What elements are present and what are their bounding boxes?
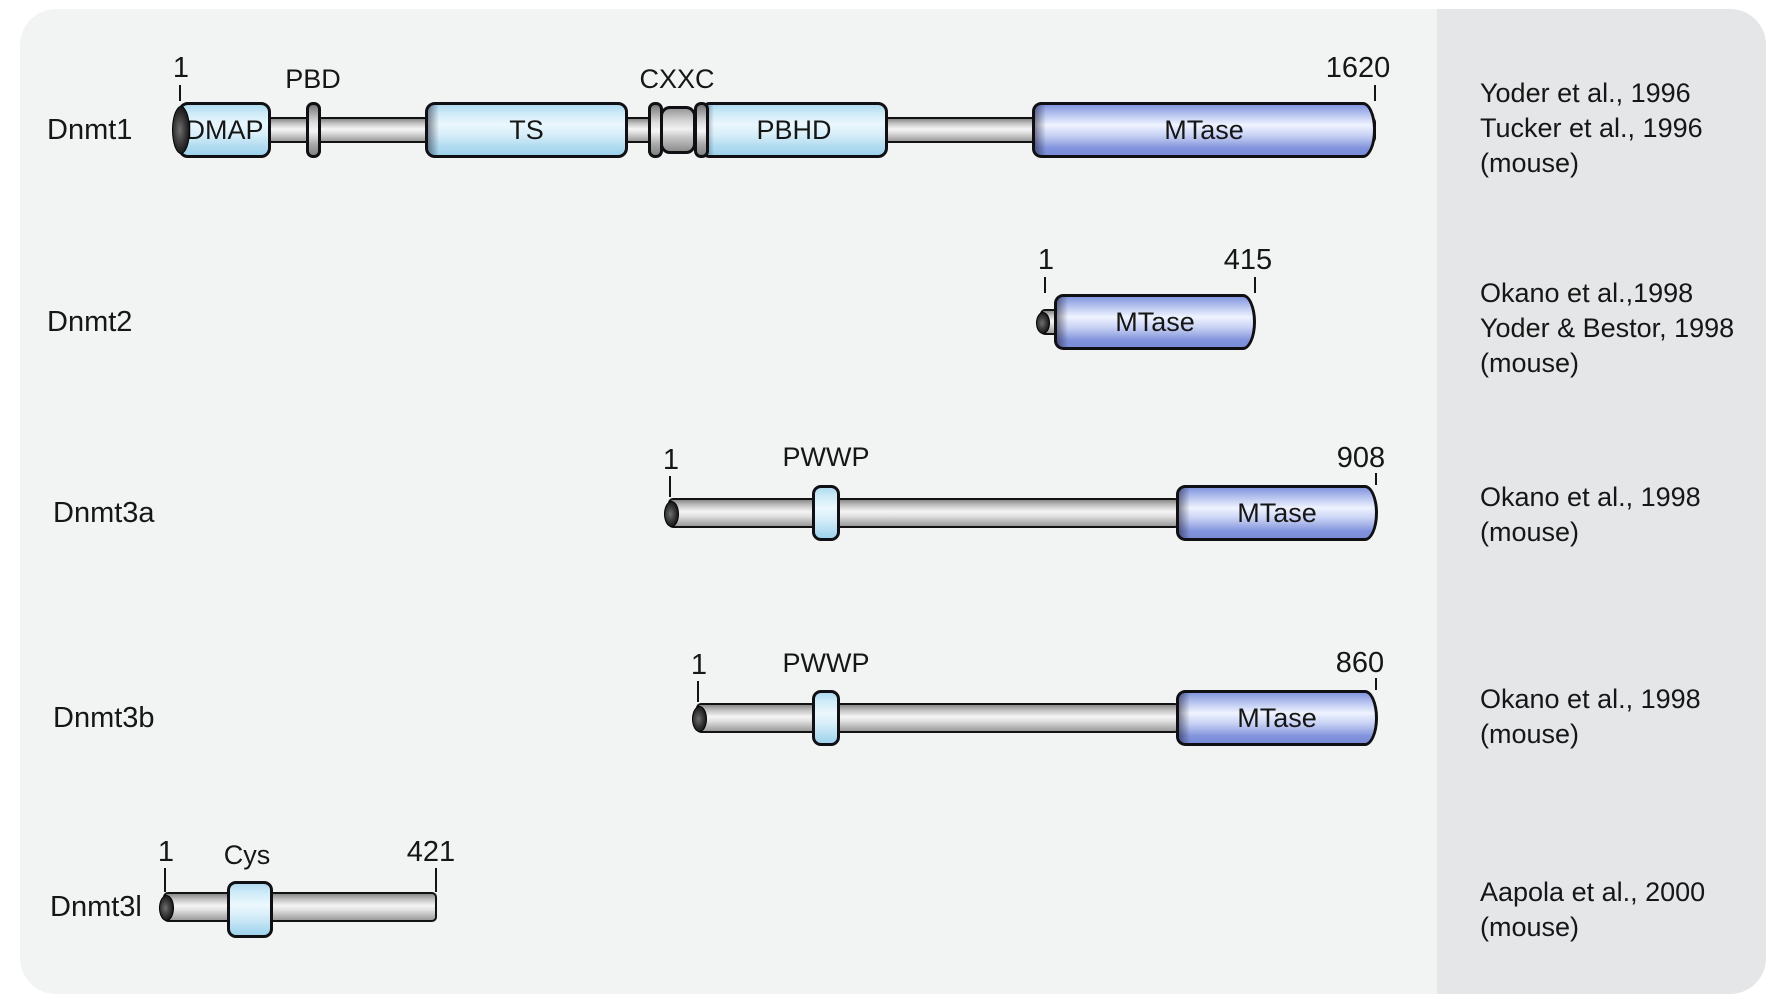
domain-pbhd-label: PBHD	[756, 114, 832, 145]
domain-ts: TS	[425, 102, 628, 158]
domain-mtase-label: MTase	[1237, 702, 1317, 733]
domain-dmap: DMAP	[178, 102, 271, 158]
protein-backbone	[163, 892, 437, 922]
citation-line: (mouse)	[1480, 348, 1580, 378]
domain-pwwp-label: PWWP	[782, 648, 870, 678]
domain-cxxc-label: CXXC	[639, 64, 715, 94]
domain-pwwp	[812, 485, 840, 541]
citation-line: Okano et al.,1998	[1480, 278, 1694, 308]
domain-pbd	[306, 102, 321, 158]
cylinder-end-cap	[159, 895, 174, 921]
domain-cys-label: Cys	[223, 840, 271, 870]
start-tick	[164, 868, 166, 892]
citation-line: (mouse)	[1480, 719, 1580, 749]
end-tick	[1375, 473, 1377, 485]
end-tick	[1374, 85, 1376, 101]
start-tick	[179, 85, 181, 101]
reference-panel	[1437, 9, 1766, 994]
start-residue-number: 1	[690, 649, 708, 681]
citation-line: Okano et al., 1998	[1480, 482, 1701, 512]
domain-pwwp	[812, 690, 840, 746]
cylinder-end-cap	[1036, 312, 1050, 334]
citation-line: Okano et al., 1998	[1480, 684, 1701, 714]
start-tick	[669, 476, 671, 497]
domain-mtase-label: MTase	[1164, 114, 1244, 145]
domain-mtase: MTase	[1176, 485, 1378, 541]
citation-line: Yoder & Bestor, 1998	[1480, 313, 1735, 343]
domain-pbd-label: PBD	[285, 64, 341, 94]
end-residue-number: 415	[1223, 244, 1273, 276]
domain-mtase-label: MTase	[1115, 306, 1195, 337]
citation-line: Yoder et al., 1996	[1480, 78, 1691, 108]
domain-cys	[227, 881, 273, 938]
citation-line: Aapola et al., 2000	[1480, 877, 1706, 907]
end-residue-number: 860	[1335, 647, 1385, 679]
protein-name-label: Dnmt2	[47, 306, 133, 338]
protein-name-label: Dnmt3l	[50, 891, 142, 923]
domain-cxxc-washer-right	[694, 102, 709, 158]
cylinder-end-cap	[664, 501, 679, 527]
domain-cxxc-washer-left	[648, 102, 663, 158]
start-residue-number: 1	[157, 836, 175, 868]
start-tick	[697, 681, 699, 702]
citation-line: (mouse)	[1480, 148, 1580, 178]
end-tick	[1254, 277, 1256, 293]
domain-ts-label: TS	[509, 114, 544, 145]
protein-backbone	[668, 498, 1180, 528]
end-residue-number: 1620	[1325, 52, 1391, 84]
protein-backbone	[696, 703, 1180, 733]
citation-block: Okano et al., 1998 (mouse)	[1480, 480, 1701, 550]
citation-block: Okano et al.,1998 Yoder & Bestor, 1998 (…	[1480, 276, 1734, 381]
start-residue-number: 1	[662, 444, 680, 476]
domain-pwwp-label: PWWP	[782, 442, 870, 472]
cylinder-end-cap	[172, 106, 190, 154]
domain-mtase: MTase	[1176, 690, 1378, 746]
citation-line: (mouse)	[1480, 912, 1580, 942]
domain-mtase-label: MTase	[1237, 497, 1317, 528]
citation-line: Tucker et al., 1996	[1480, 113, 1703, 143]
domain-cxxc	[660, 106, 696, 154]
start-residue-number: 1	[1037, 244, 1055, 276]
end-tick	[435, 868, 437, 892]
start-tick	[1044, 277, 1046, 293]
protein-name-label: Dnmt3a	[53, 497, 155, 529]
citation-block: Okano et al., 1998 (mouse)	[1480, 682, 1701, 752]
end-residue-number: 908	[1336, 442, 1386, 474]
domain-mtase: MTase	[1032, 102, 1376, 158]
protein-name-label: Dnmt1	[47, 114, 133, 146]
protein-name-label: Dnmt3b	[53, 702, 155, 734]
start-residue-number: 1	[172, 52, 190, 84]
domain-pbhd: PBHD	[700, 102, 888, 158]
domain-mtase: MTase	[1054, 294, 1256, 350]
citation-line: (mouse)	[1480, 517, 1580, 547]
cylinder-end-cap	[692, 706, 707, 732]
domain-dmap-label: DMAP	[185, 114, 264, 145]
end-tick	[1375, 678, 1377, 690]
citation-block: Aapola et al., 2000 (mouse)	[1480, 875, 1705, 945]
citation-block: Yoder et al., 1996 Tucker et al., 1996 (…	[1480, 76, 1703, 181]
end-residue-number: 421	[406, 836, 456, 868]
